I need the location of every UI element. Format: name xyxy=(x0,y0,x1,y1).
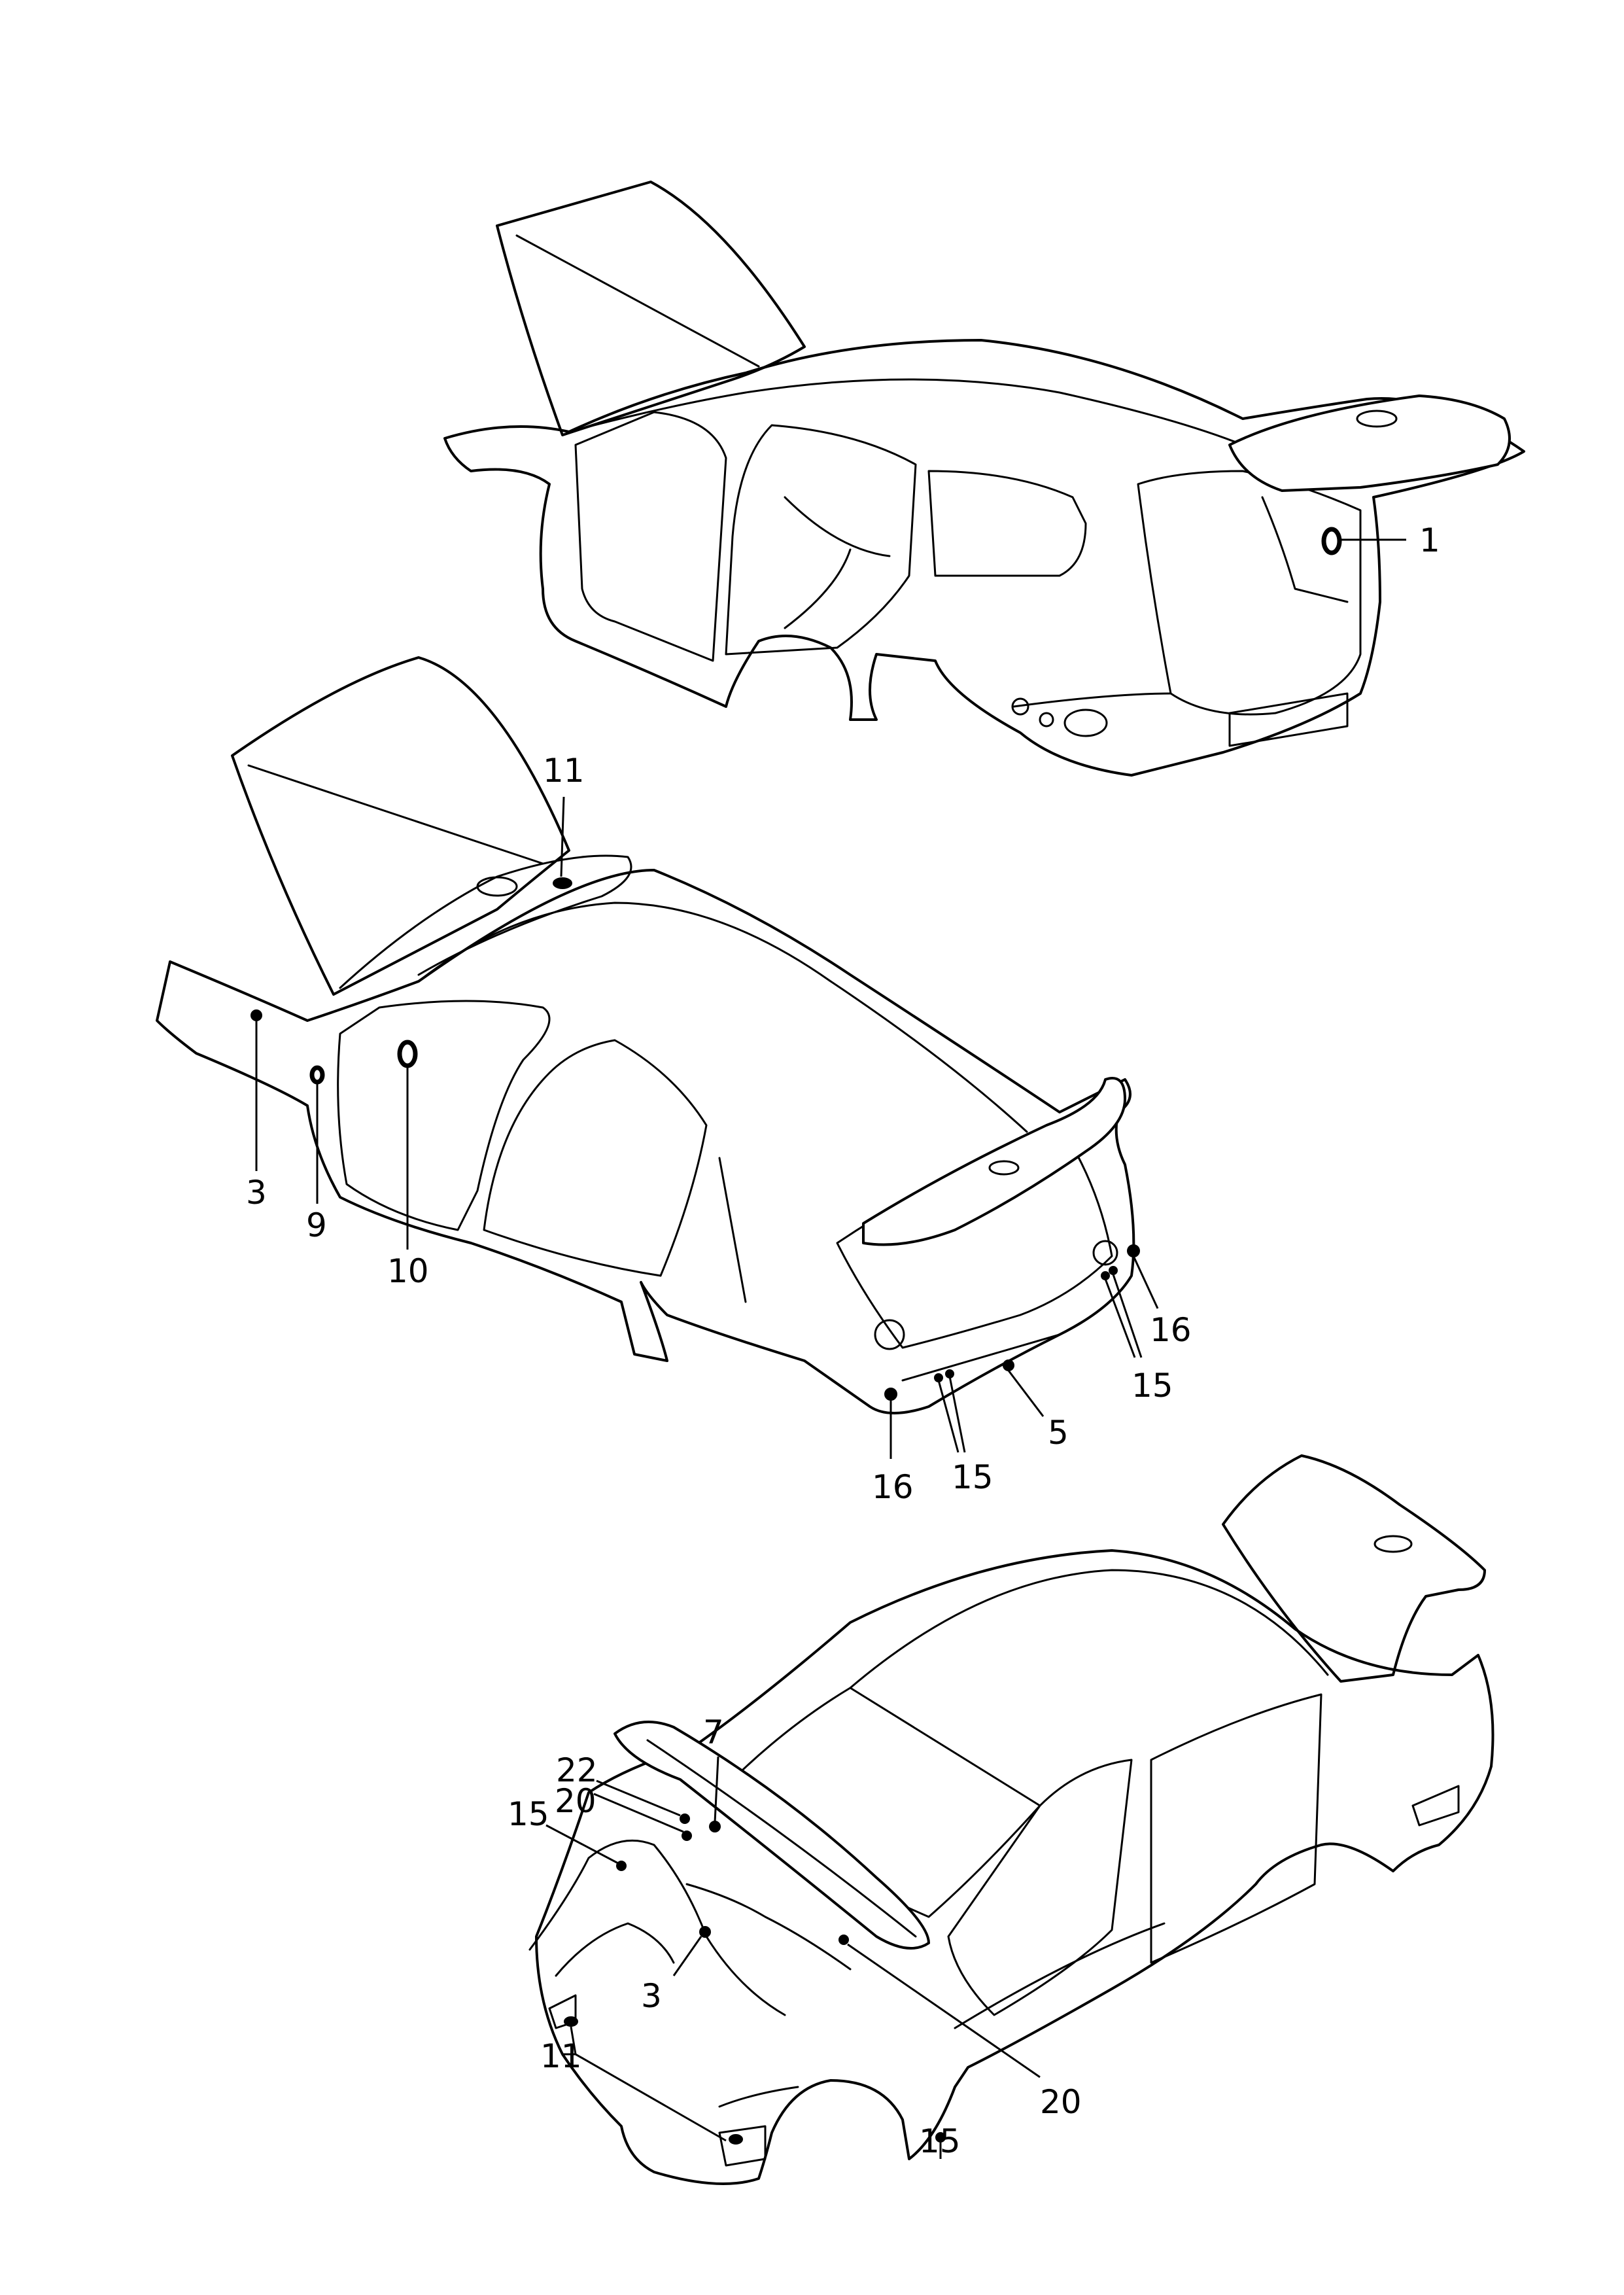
callout-20-upper: 20 xyxy=(555,1782,596,1820)
sedan-trunk-lid xyxy=(862,1077,1126,1246)
estate-body-view: 1 xyxy=(443,181,1525,777)
callout-11: 11 xyxy=(543,752,585,790)
callout-16-left: 16 xyxy=(872,1468,914,1506)
plug-15-right-b xyxy=(1109,1266,1118,1275)
sedan-rear-view: 11 3 9 10 16 15 5 16 15 xyxy=(156,656,1192,1506)
callout-9: 9 xyxy=(306,1206,327,1244)
sedan-front-view: 7 22 20 15 3 11 20 15 xyxy=(508,1454,1494,2185)
plug-3 xyxy=(251,1009,262,1021)
plug-20-upper xyxy=(682,1831,692,1841)
callout-20-lower: 20 xyxy=(1040,2083,1082,2121)
front-view-trunk-lid xyxy=(1222,1454,1486,1683)
plug-22 xyxy=(680,1813,690,1824)
plug-16-left xyxy=(884,1388,897,1401)
plug-15-right-a xyxy=(1101,1271,1110,1280)
plug-1 xyxy=(1321,527,1342,555)
plug-10 xyxy=(397,1040,418,1068)
plug-15-lower xyxy=(935,2132,946,2143)
callout-3: 3 xyxy=(246,1174,267,1212)
plug-16-right xyxy=(1127,1244,1140,1257)
callout-11-front: 11 xyxy=(540,2037,582,2075)
callout-1: 1 xyxy=(1419,521,1440,559)
sedan-bonnet xyxy=(231,656,570,996)
callout-5: 5 xyxy=(1048,1414,1069,1452)
plug-20-lower xyxy=(838,1935,849,1945)
estate-body-outline xyxy=(443,339,1525,777)
callout-7: 7 xyxy=(703,1713,724,1751)
plug-11-right xyxy=(729,2134,743,2145)
callout-15-lower: 15 xyxy=(919,2122,961,2160)
plug-7 xyxy=(709,1821,721,1832)
plug-3-front xyxy=(699,1926,711,1938)
callout-16-right: 16 xyxy=(1150,1311,1192,1349)
sedan-body-outline xyxy=(156,869,1135,1414)
front-view-bonnet xyxy=(613,1721,930,1950)
callout-15-upper: 15 xyxy=(508,1795,549,1833)
callout-10: 10 xyxy=(387,1252,429,1290)
plug-5 xyxy=(1003,1359,1014,1371)
callout-15-right: 15 xyxy=(1132,1367,1173,1405)
callout-15-left: 15 xyxy=(952,1458,993,1496)
callout-22: 22 xyxy=(556,1751,598,1789)
plug-15-upper xyxy=(616,1861,627,1871)
plug-11-top xyxy=(553,877,572,889)
estate-tailgate xyxy=(1228,394,1511,492)
front-view-body-outline xyxy=(535,1549,1494,2185)
plug-11-left xyxy=(564,2016,578,2027)
plug-9 xyxy=(309,1065,325,1085)
callout-3-front: 3 xyxy=(641,1977,662,2015)
